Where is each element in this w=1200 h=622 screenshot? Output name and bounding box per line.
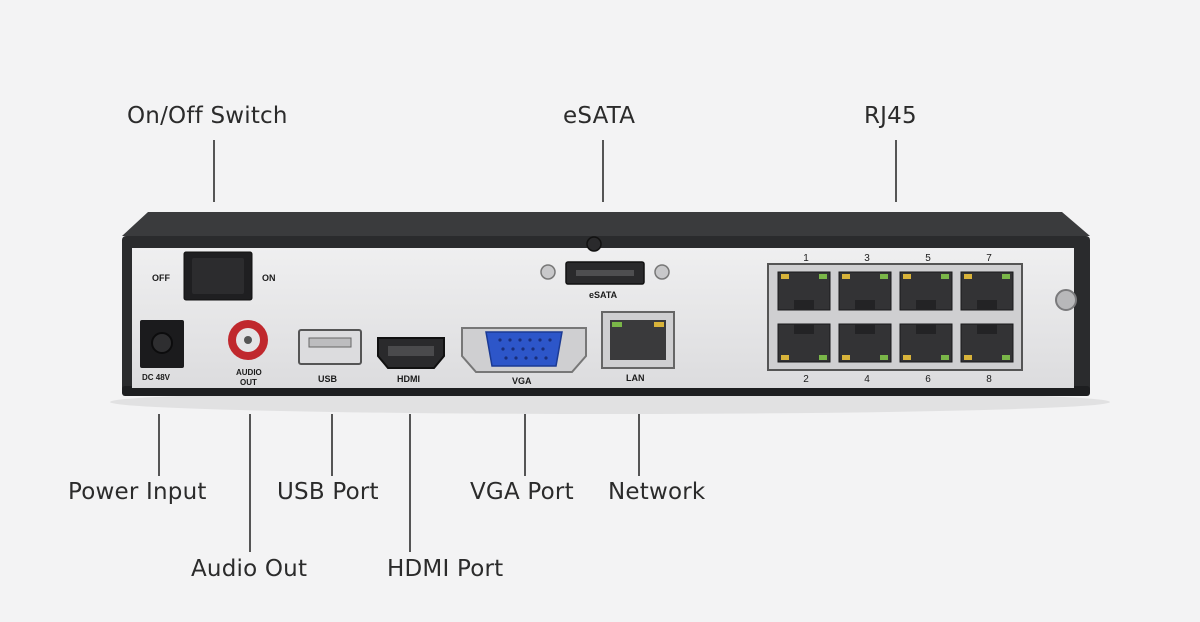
callout-usb-port: USB Port bbox=[277, 479, 379, 505]
leader-usb-port bbox=[331, 414, 333, 476]
rj45-port-number: 5 bbox=[925, 253, 931, 264]
rj45-port-number: 3 bbox=[864, 253, 870, 264]
lan-led-yellow bbox=[654, 322, 664, 327]
rj45-port bbox=[899, 323, 953, 363]
rj45-led bbox=[941, 355, 949, 360]
rj45-port-number: 8 bbox=[986, 374, 992, 385]
callout-esata: eSATA bbox=[563, 103, 636, 129]
rj45-top-numbers: 1 3 5 7 bbox=[803, 253, 992, 264]
rj45-port bbox=[838, 323, 892, 363]
callout-power-input: Power Input bbox=[68, 479, 207, 505]
leader-on-off-switch bbox=[213, 140, 215, 202]
rj45-port bbox=[960, 271, 1014, 311]
rj45-ports bbox=[777, 271, 1014, 363]
rj45-led bbox=[941, 274, 949, 279]
chassis-top bbox=[122, 212, 1090, 236]
lan-led-green bbox=[612, 322, 622, 327]
rj45-led bbox=[781, 274, 789, 279]
rj45-port-number: 4 bbox=[864, 374, 870, 385]
rj45-led bbox=[842, 355, 850, 360]
esata-port-slot bbox=[576, 270, 634, 276]
leader-power-input bbox=[158, 414, 160, 476]
audio-label-line1: AUDIO bbox=[236, 368, 262, 377]
esata-panel-label: eSATA bbox=[589, 290, 618, 300]
esata-screw-left bbox=[540, 264, 556, 280]
callout-network: Network bbox=[608, 479, 706, 505]
rj45-port bbox=[960, 323, 1014, 363]
rj45-led bbox=[842, 274, 850, 279]
rca-jack-pin bbox=[244, 336, 252, 344]
vga-pins bbox=[498, 338, 552, 360]
rj45-led bbox=[880, 274, 888, 279]
rj45-port-number: 6 bbox=[925, 374, 931, 385]
chassis-lip bbox=[122, 386, 1090, 396]
power-switch-rocker bbox=[192, 258, 244, 294]
on-label: ON bbox=[262, 273, 276, 283]
rj45-led bbox=[781, 355, 789, 360]
rj45-port bbox=[777, 323, 831, 363]
rj45-led bbox=[819, 355, 827, 360]
rj45-led bbox=[880, 355, 888, 360]
usb-label: USB bbox=[318, 374, 338, 384]
callout-vga-port: VGA Port bbox=[470, 479, 574, 505]
rj45-bottom-numbers: 2 4 6 8 bbox=[803, 374, 992, 385]
rj45-led bbox=[964, 355, 972, 360]
leader-vga-port bbox=[524, 414, 526, 476]
dc-label: DC 48V bbox=[142, 373, 171, 382]
rj45-port bbox=[899, 271, 953, 311]
leader-audio-out bbox=[249, 414, 251, 552]
rj45-led bbox=[964, 274, 972, 279]
callout-audio-out: Audio Out bbox=[191, 556, 308, 582]
esata-screw-right bbox=[654, 264, 670, 280]
off-label: OFF bbox=[152, 273, 170, 283]
rj45-led bbox=[819, 274, 827, 279]
leader-esata bbox=[602, 140, 604, 202]
leader-hdmi-port bbox=[409, 414, 411, 552]
callout-rj45: RJ45 bbox=[864, 103, 917, 129]
rj45-led bbox=[903, 274, 911, 279]
vga-label: VGA bbox=[512, 376, 532, 386]
rj45-port-number: 2 bbox=[803, 374, 809, 385]
dc-jack-hole bbox=[151, 332, 173, 354]
callout-hdmi-port: HDMI Port bbox=[387, 556, 504, 582]
rj45-port bbox=[777, 271, 831, 311]
usb-port-tongue bbox=[308, 337, 352, 348]
rj45-port bbox=[838, 271, 892, 311]
rj45-port-number: 1 bbox=[803, 253, 809, 264]
side-screw bbox=[1055, 289, 1077, 311]
lan-label: LAN bbox=[626, 373, 645, 383]
top-screw bbox=[586, 236, 602, 252]
rj45-led bbox=[1002, 355, 1010, 360]
audio-label-line2: OUT bbox=[240, 378, 257, 387]
hdmi-port-inner bbox=[388, 346, 434, 356]
rj45-port-number: 7 bbox=[986, 253, 992, 264]
leader-network bbox=[638, 414, 640, 476]
callout-on-off-switch: On/Off Switch bbox=[127, 103, 288, 129]
leader-rj45 bbox=[895, 140, 897, 202]
rj45-led bbox=[903, 355, 911, 360]
hdmi-label: HDMI bbox=[397, 374, 420, 384]
rj45-led bbox=[1002, 274, 1010, 279]
